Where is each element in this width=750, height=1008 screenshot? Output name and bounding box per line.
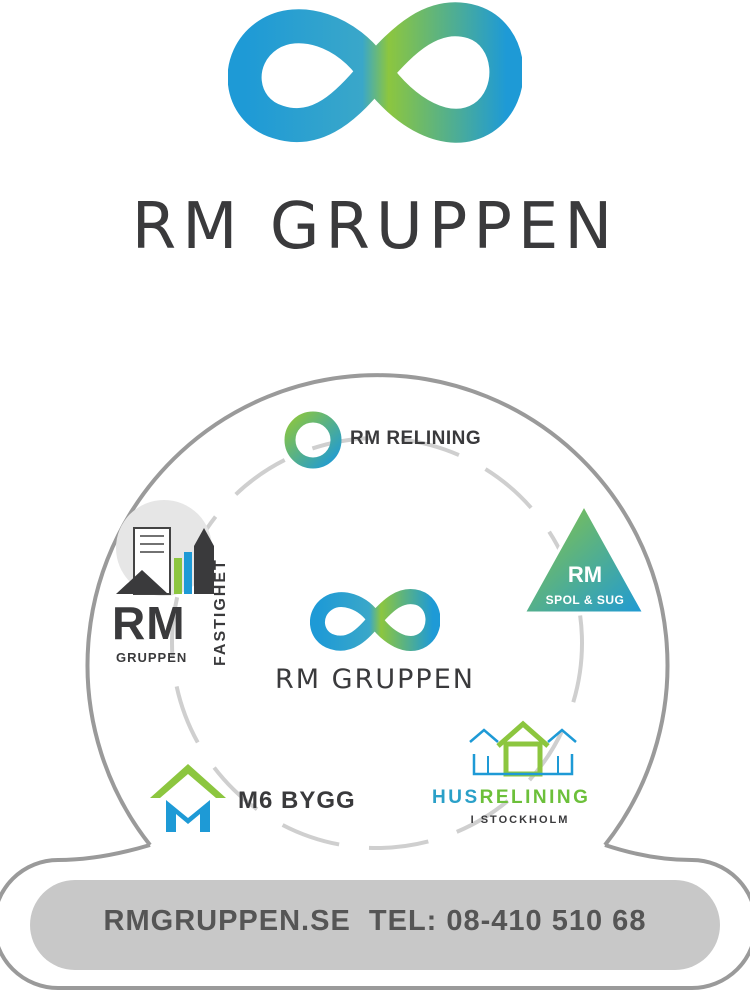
center-brand-title: RM GRUPPEN (275, 664, 475, 695)
houses-logo-icon (469, 720, 577, 777)
husrelining-name: HUSRELINING (432, 787, 590, 809)
rm-relining-name: RM RELINING (350, 428, 482, 449)
ring-logo-icon (284, 411, 342, 469)
husrelining-name-part2: RELINING (479, 787, 591, 808)
fastighet-rm-title: RM (112, 597, 186, 649)
rm-spol-subtitle: SPOL & SUG (545, 593, 625, 607)
husrelining-subtitle: I STOCKHOLM (470, 814, 570, 826)
m6-bygg-name: M6 BYGG (238, 787, 356, 814)
rm-spol-title: RM (567, 562, 603, 587)
husrelining-name-part1: HUS (432, 787, 480, 808)
fastighet-gruppen-label: GRUPPEN (116, 650, 188, 665)
center-infinity-logo-icon (310, 589, 440, 651)
infinity-logo-icon (228, 2, 522, 143)
footer-contact[interactable]: RMGRUPPEN.SE TEL: 08-410 510 68 (103, 905, 647, 937)
brand-title: RM GRUPPEN (131, 190, 619, 264)
roof-m-logo-icon (150, 764, 226, 832)
footer-pill (30, 880, 720, 970)
buildings-logo-icon (116, 500, 214, 596)
fastighet-vertical-label: FASTIGHET (212, 558, 229, 666)
triangle-logo-icon (522, 503, 646, 615)
